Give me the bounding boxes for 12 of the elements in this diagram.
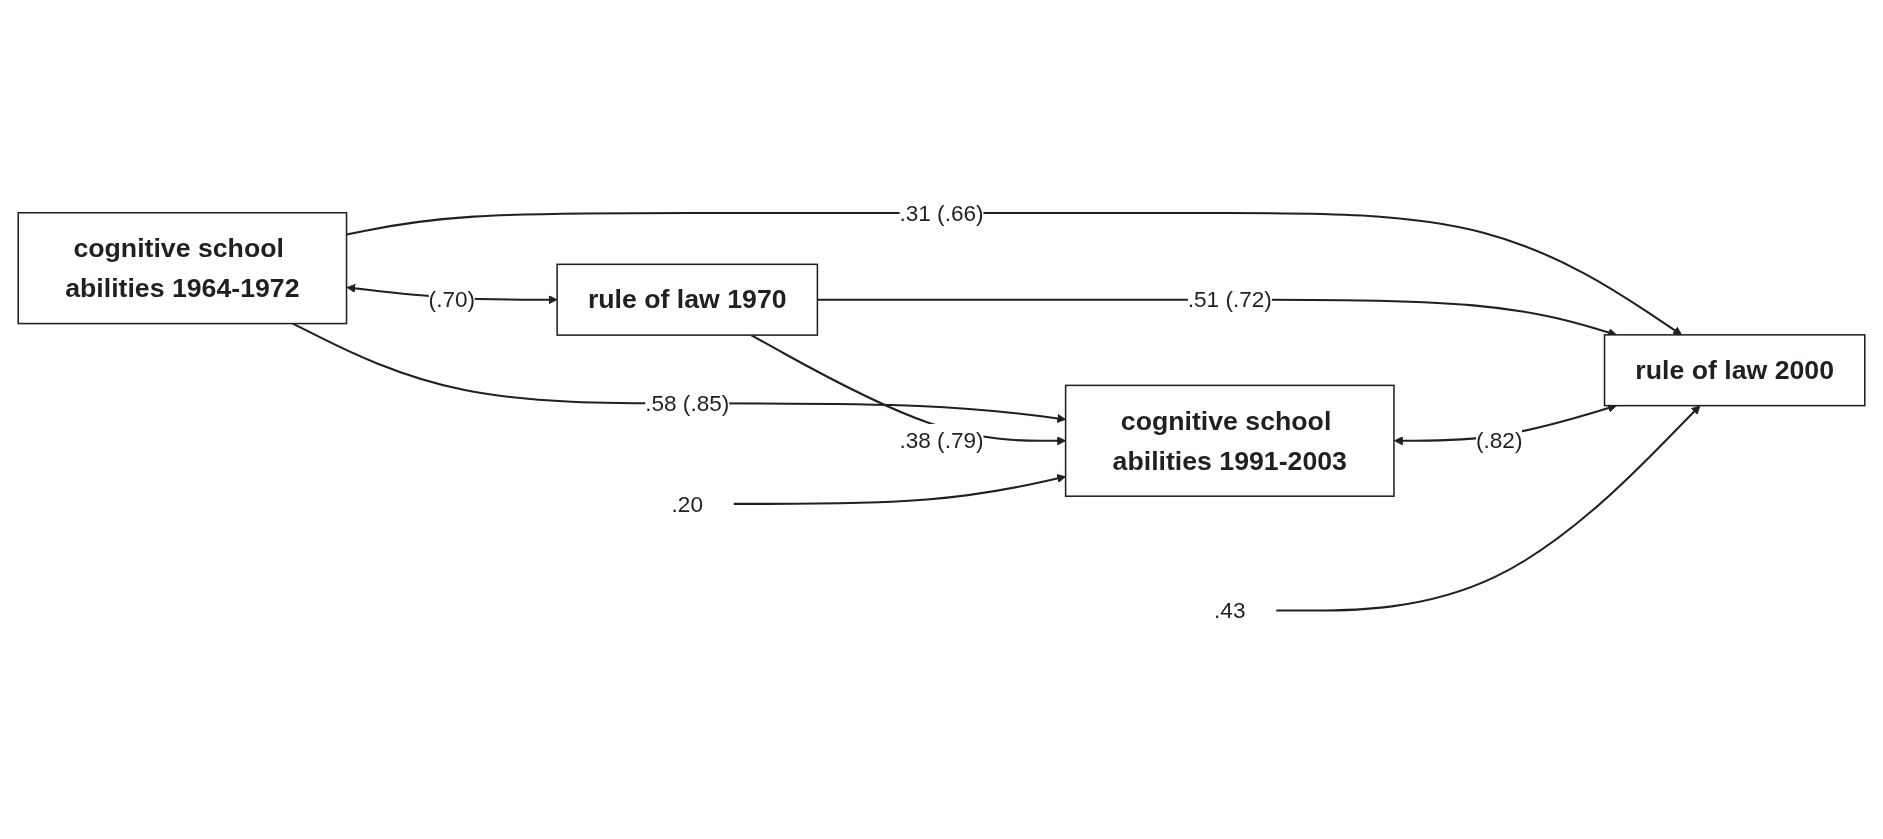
- node-box: rule of law 2000: [1603, 334, 1866, 407]
- edge-label: (.70): [428, 286, 476, 313]
- edge-label: .38 (.79): [899, 427, 984, 454]
- node-text: .20: [671, 491, 703, 517]
- node-box: rule of law 1970: [556, 263, 819, 336]
- edge-label: .51 (.72): [1187, 286, 1272, 313]
- edge-label: .58 (.85): [645, 390, 730, 417]
- edge-label: (.82): [1476, 427, 1523, 454]
- node-box: cognitive school abilities 1964-1972: [17, 212, 348, 325]
- node-box: cognitive school abilities 1991-2003: [1064, 384, 1395, 497]
- node-text: .43: [1214, 597, 1246, 624]
- edge-label: .31 (.66): [899, 200, 984, 226]
